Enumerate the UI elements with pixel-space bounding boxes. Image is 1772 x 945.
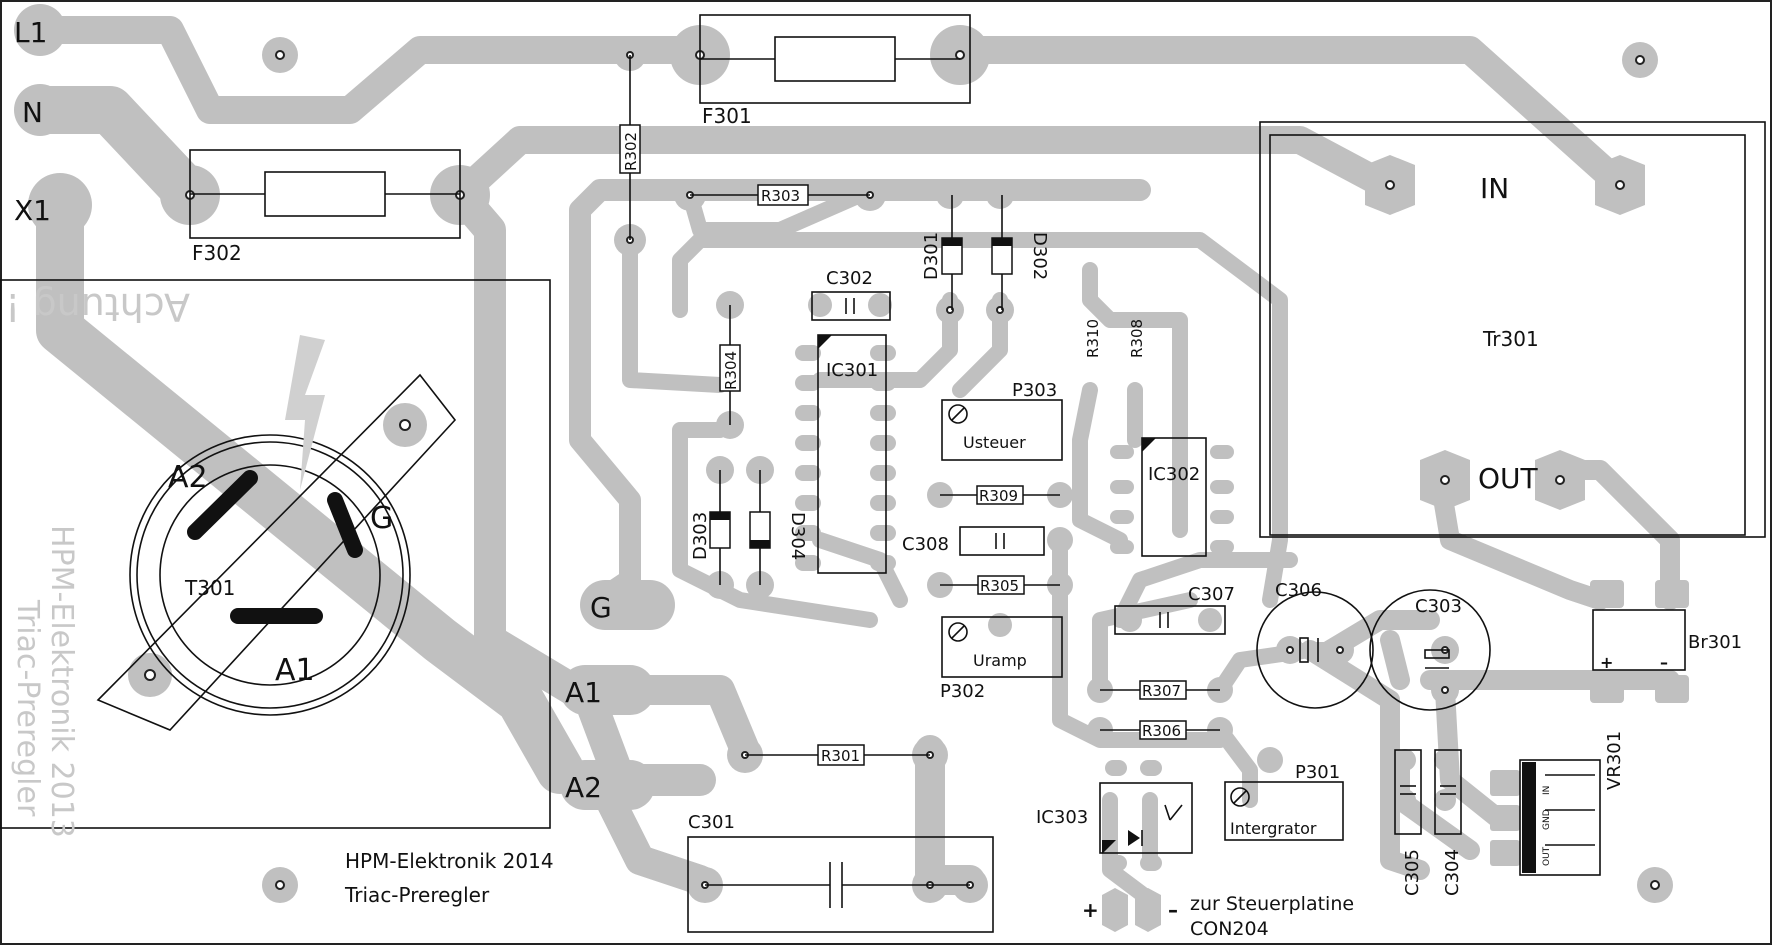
terminal-g-label: G — [590, 591, 612, 624]
connector-name: CON204 — [1190, 918, 1269, 940]
ic301-label: IC301 — [826, 360, 878, 381]
connector-label: zur Steuerplatine — [1190, 893, 1354, 915]
r305-label: R305 — [980, 577, 1019, 595]
r308-label: R308 — [1128, 319, 1146, 358]
credits-company: HPM-Elektronik 2014 — [345, 849, 554, 873]
r310-label: R310 — [1084, 319, 1102, 358]
d303-label: D303 — [690, 512, 711, 560]
c308-label: C308 — [902, 534, 949, 555]
bridge-name-label: Br301 — [1688, 632, 1742, 653]
ic303-label: IC303 — [1036, 807, 1088, 828]
triac-a1-label: A1 — [275, 653, 315, 688]
bridge-plus-label: + — [1600, 653, 1613, 672]
triac-name-label: T301 — [184, 576, 235, 600]
d304-label: D304 — [787, 512, 808, 560]
labels: L1 N X1 G A1 A2 F301 F302 Achtung !!! A2… — [0, 16, 1742, 940]
vr301-pin-out: OUT — [1542, 846, 1552, 866]
d301-label: D301 — [921, 232, 942, 280]
p301-text: Intergrator — [1230, 819, 1317, 838]
d302-label: D302 — [1029, 232, 1050, 280]
terminal-l1-label: L1 — [14, 16, 47, 49]
credits-project: Triac-Preregler — [344, 883, 490, 907]
connector-minus-label: – — [1168, 898, 1178, 922]
r306-label: R306 — [1142, 722, 1181, 740]
terminal-n-label: N — [22, 96, 43, 129]
bridge-minus-label: – — [1660, 653, 1668, 672]
p302-label: P302 — [940, 681, 985, 702]
r301-label: R301 — [821, 747, 860, 765]
transformer-name-label: Tr301 — [1482, 327, 1539, 351]
c306-label: C306 — [1275, 580, 1322, 601]
ic302-label: IC302 — [1148, 464, 1200, 485]
transformer-out-label: OUT — [1478, 462, 1539, 495]
vr301-label: VR301 — [1604, 731, 1625, 790]
triac-g-label: G — [370, 501, 393, 536]
warning-text: Achtung !!! — [0, 285, 190, 329]
p303-label: P303 — [1012, 380, 1057, 401]
c305-label: C305 — [1402, 849, 1423, 896]
triac-a2-label: A2 — [168, 460, 208, 495]
transformer-in-label: IN — [1480, 172, 1509, 205]
c304-label: C304 — [1442, 849, 1463, 896]
p301-label: P301 — [1295, 762, 1340, 783]
terminal-a1-label: A1 — [565, 676, 602, 709]
r307-label: R307 — [1142, 682, 1181, 700]
c303-label: C303 — [1415, 596, 1462, 617]
mirror-line-1: HPM-Elektronik 2013 — [44, 525, 79, 838]
vr301-pin-gnd: GND — [1542, 809, 1552, 830]
mirror-line-2: Triac-Preregler — [10, 599, 45, 817]
p302-text: Uramp — [973, 651, 1027, 670]
terminal-a2-label: A2 — [565, 771, 602, 804]
c307-label: C307 — [1188, 584, 1235, 605]
terminal-x1-label: X1 — [14, 194, 51, 227]
r302-label: R302 — [622, 132, 640, 171]
r303-label: R303 — [761, 187, 800, 205]
connector-plus-label: + — [1082, 898, 1099, 922]
silkscreen — [0, 14, 1766, 933]
c301-label: C301 — [688, 812, 735, 833]
fuse-f301-label: F301 — [702, 104, 752, 128]
p303-text: Usteuer — [963, 433, 1026, 452]
vr301-pin-in: IN — [1542, 786, 1552, 795]
r304-label: R304 — [722, 351, 740, 390]
r309-label: R309 — [979, 487, 1018, 505]
c302-label: C302 — [826, 268, 873, 289]
fuse-f302-label: F302 — [192, 241, 242, 265]
